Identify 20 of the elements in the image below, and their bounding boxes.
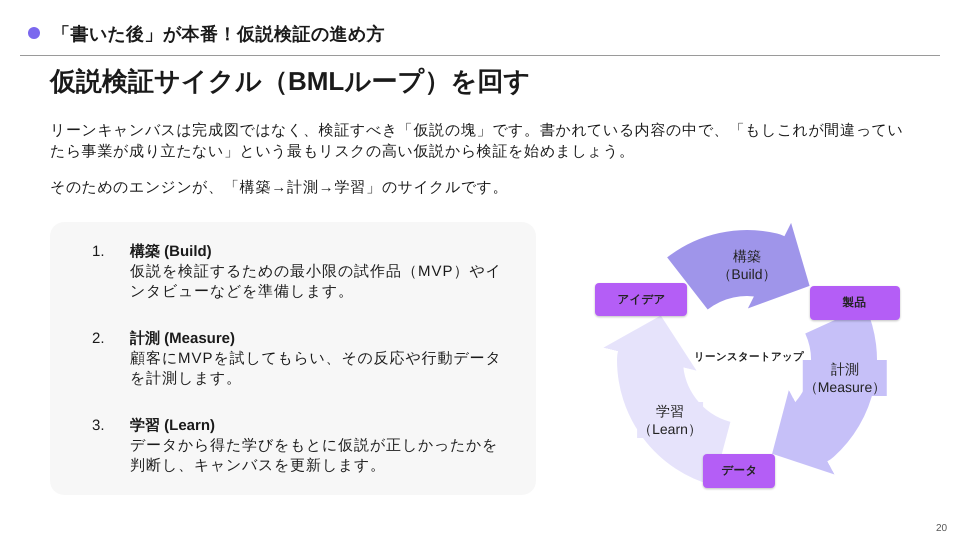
edge-label: 学習（Learn） bbox=[637, 402, 703, 438]
stage-box: 製品 bbox=[810, 286, 900, 320]
list-number: 1. bbox=[92, 242, 105, 262]
list-item-heading: 構築 (Build) bbox=[130, 242, 212, 262]
list-item-text: データから得た学びをもとに仮説が正しかったかを判断し、キャンバスを更新します。 bbox=[130, 436, 499, 476]
page-number: 20 bbox=[936, 523, 948, 534]
body-text: そのためのエンジンが、「構築→計測→学習」のサイクルです。 bbox=[50, 178, 510, 198]
list-number: 3. bbox=[92, 416, 105, 436]
slide-title: 仮説検証サイクル（BMLループ）を回す bbox=[50, 65, 530, 98]
edge-label: 計測（Measure） bbox=[802, 360, 888, 396]
list-item-heading: 計測 (Measure) bbox=[130, 329, 236, 349]
stage-box: データ bbox=[703, 454, 776, 488]
list-item-text: 顧客にMVPを試してもらい、その反応や行動データを計測します。 bbox=[130, 349, 503, 389]
center-label: リーンスタートアップ bbox=[693, 350, 805, 364]
list-number: 2. bbox=[92, 329, 105, 349]
body-text: リーンキャンバスは完成図ではなく、検証すべき「仮説の塊」です。書かれている内容の中で、「もしこれが間違っていたら事業が成り立たない」という最もリスクの高い仮説から検証を始めましょう。 bbox=[50, 121, 904, 162]
section-heading: 「書いた後」が本番！仮説検証の進め方 bbox=[52, 23, 385, 46]
list-item-text: 仮説を検証するための最小限の試作品（MVP）やインタビューなどを準備します。 bbox=[130, 262, 503, 302]
list-item-heading: 学習 (Learn) bbox=[130, 416, 216, 436]
stage-box: アイデア bbox=[595, 282, 688, 316]
